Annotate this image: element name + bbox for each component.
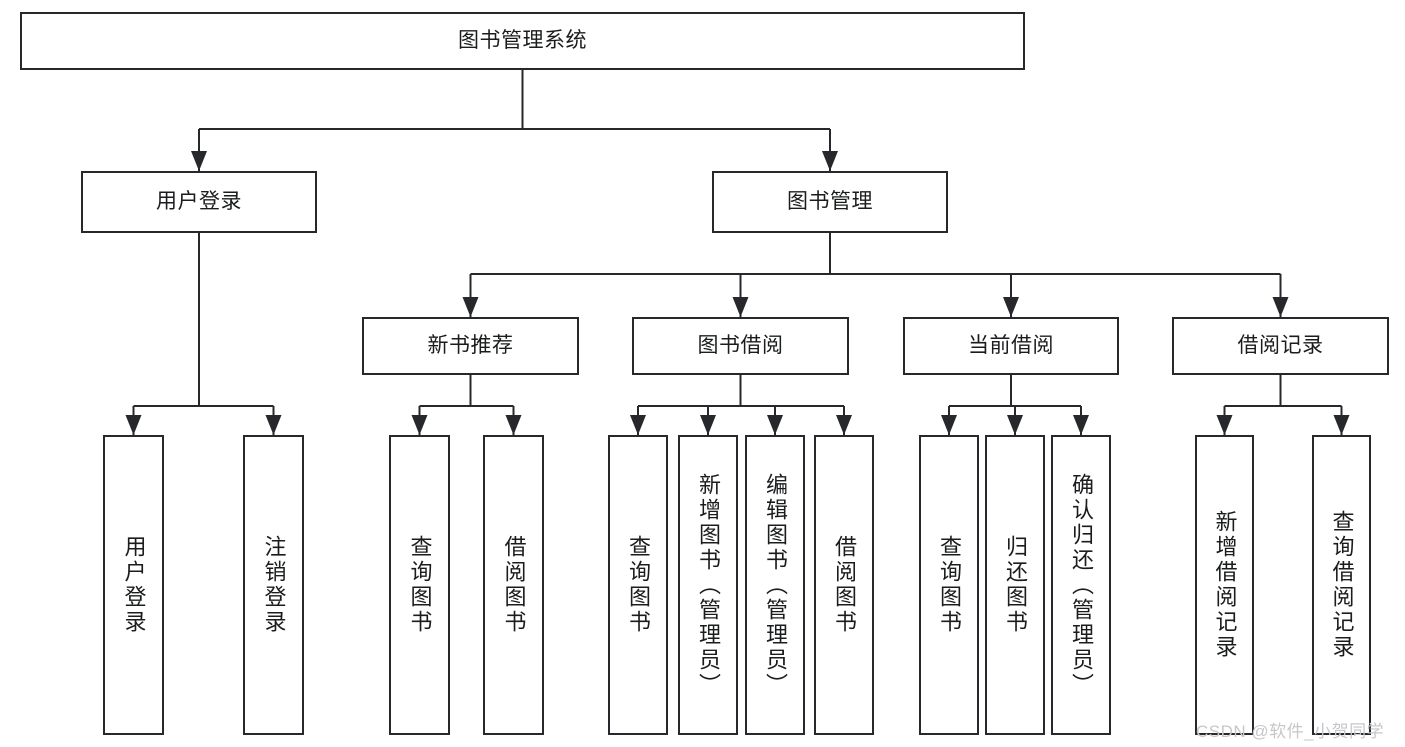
node-bookmgmt: 图书管理	[712, 171, 948, 233]
node-borrow: 图书借阅	[632, 317, 849, 375]
arrow-head-leaf-bk-borrow	[836, 415, 852, 435]
node-label-newbook: 新书推荐	[427, 333, 514, 357]
node-newbook: 新书推荐	[362, 317, 579, 375]
arrow-head-leaf-user-logout	[265, 415, 282, 435]
node-label-leaf-cur-query: 查询图书	[937, 535, 962, 635]
node-label-login: 用户登录	[156, 189, 242, 213]
node-leaf-rec-add: 新增借阅记录	[1195, 435, 1254, 735]
node-label-root: 图书管理系统	[458, 28, 587, 52]
arrow-head-leaf-bk-edit	[767, 415, 783, 435]
node-leaf-cur-query: 查询图书	[919, 435, 979, 735]
arrow-head-leaf-rec-add	[1216, 415, 1233, 435]
arrow-head-current	[1003, 297, 1019, 317]
arrow-head-leaf-cur-confirm	[1073, 415, 1089, 435]
node-label-borrow: 图书借阅	[697, 333, 784, 357]
arrow-head-leaf-cur-return	[1007, 415, 1023, 435]
node-leaf-cur-return: 归还图书	[985, 435, 1045, 735]
csdn-watermark: CSDN @软件_小贺同学	[1196, 722, 1385, 741]
node-label-records: 借阅记录	[1237, 333, 1324, 357]
arrow-head-leaf-user-login	[125, 415, 142, 435]
arrow-head-leaf-nb-query	[411, 415, 428, 435]
node-label-leaf-rec-query: 查询借阅记录	[1329, 510, 1355, 660]
arrow-head-leaf-rec-query	[1333, 415, 1350, 435]
arrow-head-newbook	[462, 297, 479, 317]
arrow-head-leaf-bk-query	[630, 415, 646, 435]
arrow-head-bookmgmt	[822, 151, 838, 171]
arrow-head-borrow	[732, 297, 749, 317]
node-login: 用户登录	[81, 171, 317, 233]
node-label-leaf-bk-borrow: 借阅图书	[832, 535, 857, 635]
node-leaf-cur-confirm: 确认归还（管理员）	[1051, 435, 1111, 735]
node-leaf-bk-query: 查询图书	[608, 435, 668, 735]
node-label-leaf-user-logout: 注销登录	[261, 535, 287, 635]
node-label-leaf-bk-edit: 编辑图书（管理员）	[763, 472, 788, 698]
node-label-leaf-bk-add: 新增图书（管理员）	[696, 472, 721, 698]
node-leaf-bk-borrow: 借阅图书	[814, 435, 874, 735]
node-label-leaf-nb-borrow: 借阅图书	[501, 535, 527, 635]
arrow-head-records	[1272, 297, 1289, 317]
arrow-head-leaf-nb-borrow	[505, 415, 522, 435]
node-leaf-nb-borrow: 借阅图书	[483, 435, 544, 735]
node-records: 借阅记录	[1172, 317, 1389, 375]
node-label-leaf-nb-query: 查询图书	[407, 535, 433, 635]
node-label-current: 当前借阅	[968, 333, 1054, 357]
node-leaf-bk-edit: 编辑图书（管理员）	[745, 435, 805, 735]
node-label-leaf-cur-confirm: 确认归还（管理员）	[1069, 472, 1094, 698]
arrow-head-leaf-cur-query	[941, 415, 957, 435]
node-label-bookmgmt: 图书管理	[787, 189, 873, 213]
node-current: 当前借阅	[903, 317, 1119, 375]
node-label-leaf-cur-return: 归还图书	[1003, 535, 1028, 635]
node-leaf-rec-query: 查询借阅记录	[1312, 435, 1371, 735]
node-root: 图书管理系统	[20, 12, 1025, 70]
node-leaf-user-login: 用户登录	[103, 435, 164, 735]
node-leaf-nb-query: 查询图书	[389, 435, 450, 735]
node-leaf-user-logout: 注销登录	[243, 435, 304, 735]
arrow-head-login	[191, 151, 207, 171]
arrow-head-leaf-bk-add	[700, 415, 716, 435]
node-label-leaf-user-login: 用户登录	[121, 535, 147, 635]
node-label-leaf-rec-add: 新增借阅记录	[1212, 510, 1238, 660]
node-label-leaf-bk-query: 查询图书	[626, 535, 651, 635]
node-leaf-bk-add: 新增图书（管理员）	[678, 435, 738, 735]
